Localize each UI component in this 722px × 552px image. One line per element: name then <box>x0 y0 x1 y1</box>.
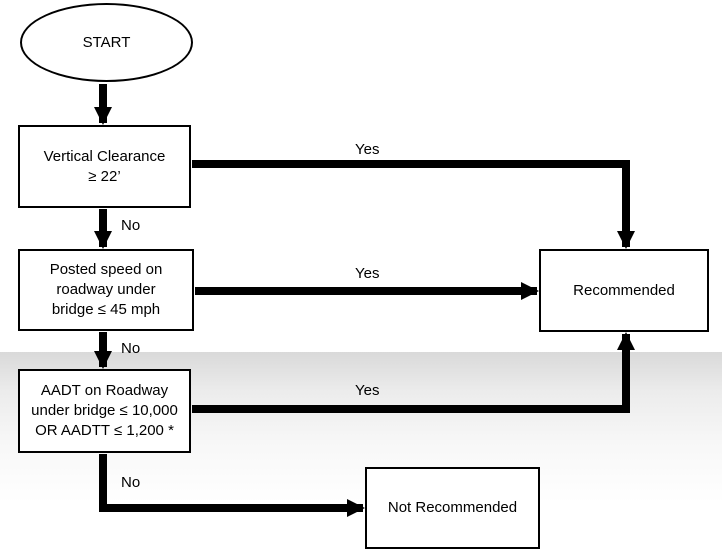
vertical-clearance-yes-label: Yes <box>355 141 380 158</box>
posted-speed-yes-label: Yes <box>355 265 380 282</box>
arrow-vertical-clearance-yes <box>192 160 635 249</box>
aadt-yes-label: Yes <box>355 382 380 399</box>
arrow-aadt-no <box>99 454 365 517</box>
aadt-decision: AADT on Roadway under bridge ≤ 10,000 OR… <box>18 369 191 453</box>
start-node: START <box>20 3 193 82</box>
vertical-clearance-decision: Vertical Clearance ≥ 22’ <box>18 125 191 208</box>
arrow-aadt-yes <box>192 332 635 413</box>
posted-speed-decision: Posted speed on roadway under bridge ≤ 4… <box>18 249 194 331</box>
posted-speed-no-label: No <box>121 340 141 357</box>
not-recommended-outcome: Not Recommended <box>365 467 540 549</box>
recommended-outcome: Recommended <box>539 249 709 332</box>
vertical-clearance-no-label: No <box>121 217 141 234</box>
aadt-no-label: No <box>121 474 141 491</box>
